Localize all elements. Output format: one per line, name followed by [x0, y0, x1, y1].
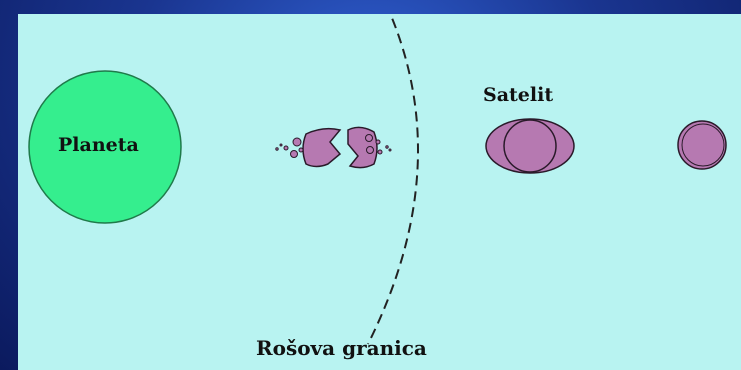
- satellite-label: Satelit: [483, 84, 553, 106]
- planet-label: Planeta: [58, 134, 139, 156]
- roche-limit-arc: [368, 14, 418, 344]
- satellite-elongated: [486, 119, 574, 173]
- debris-left: [276, 138, 303, 158]
- roche-limit-label: Rošova granica: [256, 336, 427, 360]
- diagram-panel: Planeta Satelit Rošova granica: [18, 14, 741, 370]
- satellite-intact: [678, 121, 726, 169]
- roche-limit-diagram: [18, 14, 741, 370]
- satellite-fragment-left: [303, 129, 340, 167]
